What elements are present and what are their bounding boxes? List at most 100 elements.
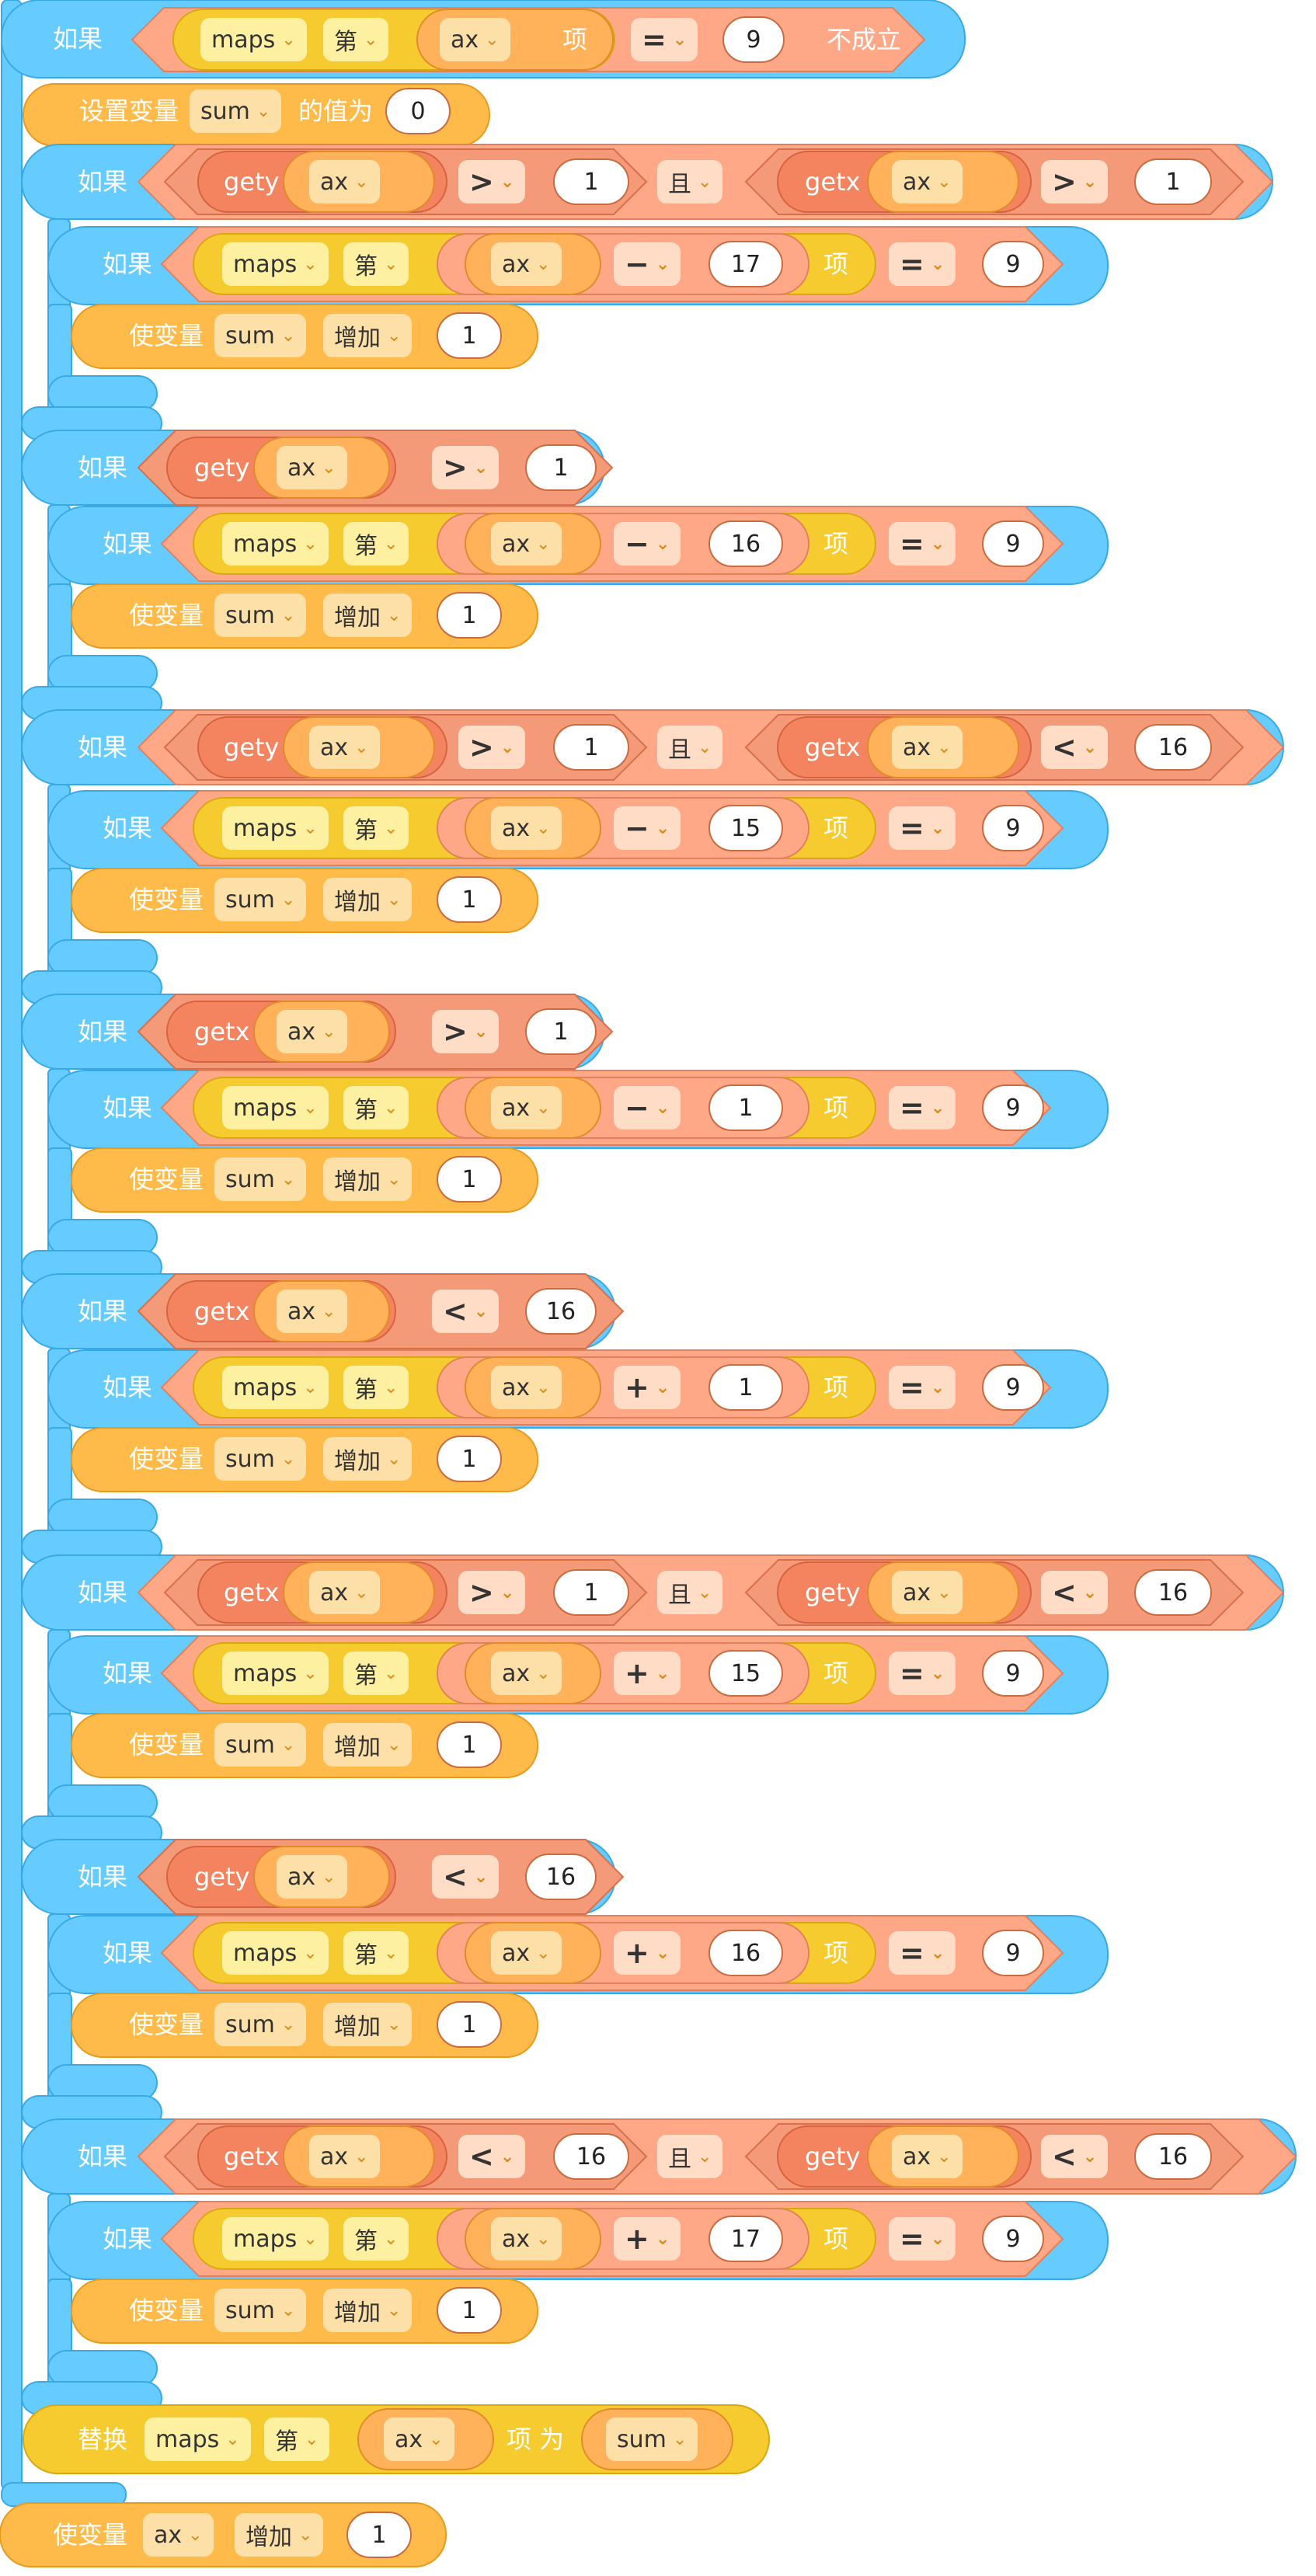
change-mode-dropdown[interactable]: 增加⌄ xyxy=(323,2289,413,2332)
change-mode-dropdown[interactable]: 增加⌄ xyxy=(323,1723,413,1767)
number-input[interactable]: 9 xyxy=(982,2216,1044,2262)
variable-dropdown[interactable]: ax⌄ xyxy=(892,726,963,769)
operator-dropdown[interactable]: =⌄ xyxy=(889,1366,956,1409)
item-dropdown[interactable]: 第⌄ xyxy=(343,1086,409,1130)
operator-dropdown[interactable]: −⌄ xyxy=(614,522,681,566)
operator-dropdown[interactable]: <⌄ xyxy=(432,1290,500,1333)
change-mode-dropdown[interactable]: 增加⌄ xyxy=(235,2513,324,2557)
operator-dropdown[interactable]: <⌄ xyxy=(1041,2135,1109,2178)
number-input[interactable]: 1 xyxy=(346,2512,412,2558)
operator-dropdown[interactable]: +⌄ xyxy=(614,1931,681,1975)
number-input[interactable]: 16 xyxy=(1134,1569,1212,1616)
number-input[interactable]: 1 xyxy=(1134,158,1212,205)
operator-dropdown[interactable]: <⌄ xyxy=(1041,1571,1109,1614)
number-input[interactable]: 1 xyxy=(437,1721,502,1768)
list-dropdown[interactable]: maps⌄ xyxy=(222,522,329,566)
number-input[interactable]: 16 xyxy=(553,2133,629,2180)
variable-dropdown[interactable]: sum⌄ xyxy=(214,1723,307,1767)
variable-dropdown[interactable]: ax⌄ xyxy=(491,1652,562,1695)
operator-dropdown[interactable]: >⌄ xyxy=(458,1571,526,1614)
variable-dropdown[interactable]: ax⌄ xyxy=(491,1086,562,1130)
logic-dropdown[interactable]: 且⌄ xyxy=(657,2135,723,2178)
list-dropdown[interactable]: maps⌄ xyxy=(222,242,329,286)
number-input[interactable]: 9 xyxy=(722,16,785,63)
list-dropdown[interactable]: maps⌄ xyxy=(222,1931,329,1975)
number-input[interactable]: 9 xyxy=(982,1650,1044,1697)
operator-dropdown[interactable]: =⌄ xyxy=(889,242,956,286)
number-input[interactable]: 0 xyxy=(385,88,451,134)
operator-dropdown[interactable]: >⌄ xyxy=(458,726,526,769)
variable-dropdown[interactable]: ax⌄ xyxy=(277,1010,347,1053)
operator-dropdown[interactable]: >⌄ xyxy=(432,446,500,489)
number-input[interactable]: 1 xyxy=(437,592,502,639)
logic-dropdown[interactable]: 且⌄ xyxy=(657,1571,723,1614)
operator-dropdown[interactable]: >⌄ xyxy=(458,160,526,204)
operator-dropdown[interactable]: +⌄ xyxy=(614,2217,681,2261)
variable-dropdown[interactable]: ax⌄ xyxy=(491,1931,562,1975)
variable-dropdown[interactable]: sum⌄ xyxy=(214,1437,307,1481)
number-input[interactable]: 15 xyxy=(708,805,783,851)
operator-dropdown[interactable]: >⌄ xyxy=(432,1010,500,1053)
operator-dropdown[interactable]: =⌄ xyxy=(889,1652,956,1695)
number-input[interactable]: 1 xyxy=(553,724,629,771)
operator-dropdown[interactable]: −⌄ xyxy=(614,1086,681,1130)
number-input[interactable]: 1 xyxy=(553,158,629,205)
list-dropdown[interactable]: maps⌄ xyxy=(222,1086,329,1130)
number-input[interactable]: 9 xyxy=(982,1084,1044,1131)
change-mode-dropdown[interactable]: 增加⌄ xyxy=(323,1437,413,1481)
list-dropdown[interactable]: maps⌄ xyxy=(144,2418,251,2461)
number-input[interactable]: 9 xyxy=(982,241,1044,287)
variable-dropdown[interactable]: ax⌄ xyxy=(491,2217,562,2261)
item-dropdown[interactable]: 第⌄ xyxy=(343,1652,409,1695)
item-dropdown[interactable]: 第⌄ xyxy=(343,1366,409,1409)
operator-dropdown[interactable]: +⌄ xyxy=(614,1366,681,1409)
list-dropdown[interactable]: maps⌄ xyxy=(222,806,329,850)
number-input[interactable]: 1 xyxy=(437,2287,502,2334)
number-input[interactable]: 1 xyxy=(437,876,502,923)
number-input[interactable]: 1 xyxy=(437,1156,502,1203)
number-input[interactable]: 16 xyxy=(708,520,783,567)
list-dropdown[interactable]: maps⌄ xyxy=(222,1366,329,1409)
variable-dropdown[interactable]: sum⌄ xyxy=(606,2418,698,2461)
variable-dropdown[interactable]: ax⌄ xyxy=(277,1855,347,1899)
number-input[interactable]: 1 xyxy=(525,1008,597,1055)
operator-dropdown[interactable]: >⌄ xyxy=(1041,160,1109,204)
variable-dropdown[interactable]: ax⌄ xyxy=(309,726,380,769)
number-input[interactable]: 16 xyxy=(525,1854,597,1900)
change-mode-dropdown[interactable]: 增加⌄ xyxy=(323,1157,413,1201)
variable-dropdown[interactable]: ax⌄ xyxy=(491,522,562,566)
number-input[interactable]: 9 xyxy=(982,1930,1044,1976)
operator-dropdown[interactable]: =⌄ xyxy=(889,522,956,566)
number-input[interactable]: 9 xyxy=(982,520,1044,567)
item-dropdown[interactable]: 第⌄ xyxy=(343,1931,409,1975)
number-input[interactable]: 1 xyxy=(437,312,502,359)
variable-dropdown[interactable]: ax⌄ xyxy=(309,160,380,204)
variable-dropdown[interactable]: ax⌄ xyxy=(277,1290,347,1333)
variable-dropdown[interactable]: sum⌄ xyxy=(190,89,282,133)
variable-dropdown[interactable]: ax⌄ xyxy=(491,242,562,286)
item-dropdown[interactable]: 第⌄ xyxy=(343,522,409,566)
number-input[interactable]: 1 xyxy=(708,1364,783,1411)
variable-dropdown[interactable]: sum⌄ xyxy=(214,2289,307,2332)
number-input[interactable]: 1 xyxy=(708,1084,783,1131)
item-dropdown[interactable]: 第⌄ xyxy=(343,242,409,286)
operator-dropdown[interactable]: −⌄ xyxy=(614,806,681,850)
variable-dropdown[interactable]: ax⌄ xyxy=(491,1366,562,1409)
list-dropdown[interactable]: maps⌄ xyxy=(200,18,307,61)
item-dropdown[interactable]: 第⌄ xyxy=(343,2217,409,2261)
operator-dropdown[interactable]: <⌄ xyxy=(458,2135,526,2178)
variable-dropdown[interactable]: ax⌄ xyxy=(440,18,510,61)
number-input[interactable]: 17 xyxy=(708,241,783,287)
variable-dropdown[interactable]: sum⌄ xyxy=(214,314,307,357)
variable-dropdown[interactable]: ax⌄ xyxy=(892,160,963,204)
variable-dropdown[interactable]: ax⌄ xyxy=(277,446,347,489)
number-input[interactable]: 1 xyxy=(525,444,597,491)
variable-dropdown[interactable]: sum⌄ xyxy=(214,2003,307,2046)
logic-dropdown[interactable]: 且⌄ xyxy=(657,726,723,769)
variable-dropdown[interactable]: sum⌄ xyxy=(214,594,307,637)
number-input[interactable]: 17 xyxy=(708,2216,783,2262)
operator-dropdown[interactable]: <⌄ xyxy=(432,1855,500,1899)
change-mode-dropdown[interactable]: 增加⌄ xyxy=(323,2003,413,2046)
item-dropdown[interactable]: 第⌄ xyxy=(343,806,409,850)
list-dropdown[interactable]: maps⌄ xyxy=(222,1652,329,1695)
